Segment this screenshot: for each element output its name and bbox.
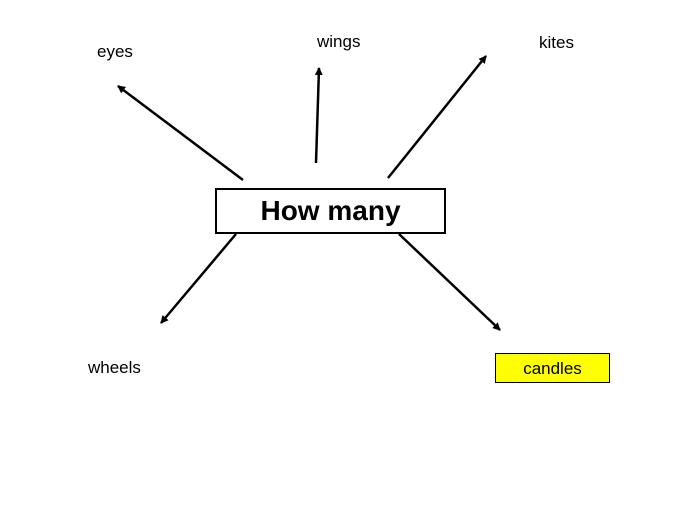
branch-label-wheels: wheels: [88, 358, 141, 377]
arrow-to-candles: [398, 233, 501, 331]
branch-label-kites: kites: [539, 33, 574, 52]
branch-label-candles: candles: [523, 358, 582, 378]
center-node: How many: [215, 188, 446, 234]
arrow-to-wheels: [160, 233, 237, 324]
branch-candles-highlight: candles: [495, 353, 610, 383]
arrow-to-kites: [387, 55, 487, 179]
branch-label-wings: wings: [317, 32, 361, 51]
center-node-label: How many: [260, 195, 401, 226]
branch-label-eyes: eyes: [97, 42, 133, 61]
arrow-to-eyes: [117, 85, 244, 181]
arrow-to-wings: [314, 67, 323, 164]
